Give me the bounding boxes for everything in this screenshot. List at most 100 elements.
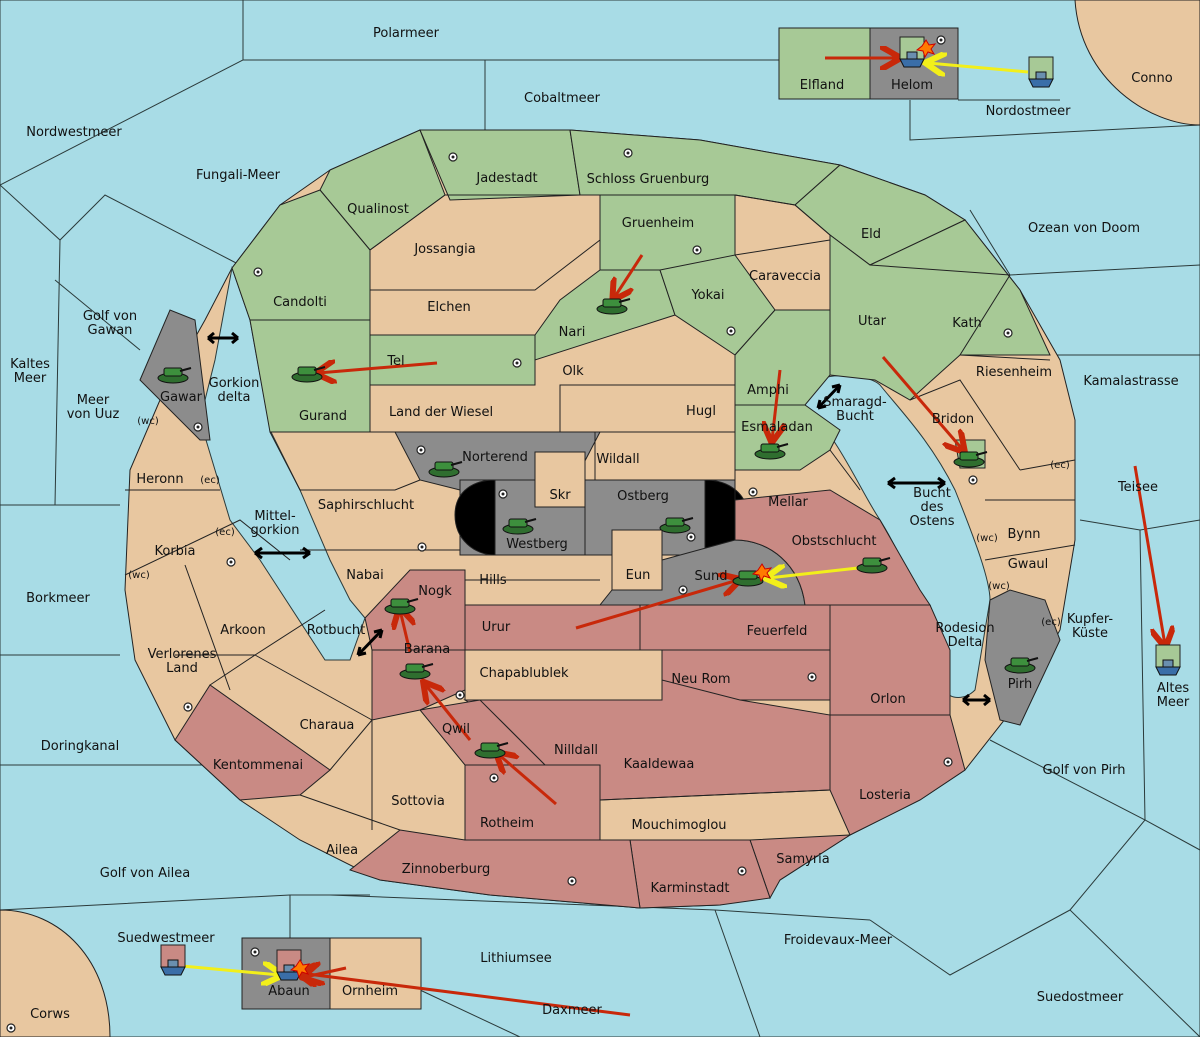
fleet-icon[interactable]: [160, 944, 186, 976]
label-doringkanal: Doringkanal: [41, 739, 120, 754]
label-neu-rom: Neu Rom: [671, 672, 730, 687]
label-smaragd: Smaragd-Bucht: [823, 395, 887, 424]
army-icon[interactable]: [428, 461, 463, 478]
label-gwaul: Gwaul: [1008, 557, 1049, 572]
army-icon[interactable]: [1004, 657, 1039, 674]
label-nordwestmeer: Nordwestmeer: [26, 125, 122, 140]
territory-ornheim[interactable]: [329, 937, 422, 1010]
label-pirh: Pirh: [1008, 677, 1033, 692]
label-nabai: Nabai: [346, 568, 384, 583]
army-icon[interactable]: [399, 663, 434, 680]
army-icon[interactable]: [474, 742, 509, 759]
label-ornheim: Ornheim: [342, 984, 398, 999]
label-polarmeer: Polarmeer: [373, 26, 440, 41]
territory-elfland[interactable]: [778, 27, 871, 100]
label-westberg: Westberg: [506, 537, 568, 552]
army-icon[interactable]: [291, 366, 326, 383]
territory-obstschlucht[interactable]: [734, 489, 931, 606]
fleet-icon[interactable]: [1028, 56, 1054, 88]
label-kath: Kath: [952, 316, 982, 331]
army-icon[interactable]: [659, 517, 694, 534]
army-icon[interactable]: [754, 443, 789, 460]
territory-eun[interactable]: [611, 529, 663, 591]
territory-orlon[interactable]: [829, 604, 951, 716]
fleet-icon[interactable]: [1155, 644, 1181, 676]
label-golf-pirh: Golf von Pirh: [1043, 763, 1126, 778]
fleet-icon[interactable]: [899, 36, 925, 68]
coast-tag: (wc): [988, 581, 1010, 592]
army-icon[interactable]: [953, 451, 988, 468]
label-nari: Nari: [559, 325, 586, 340]
territory-skr[interactable]: [534, 451, 586, 508]
label-korbia: Korbia: [154, 544, 195, 559]
label-obstschlucht: Obstschlucht: [792, 534, 877, 549]
army-icon[interactable]: [384, 598, 419, 615]
army-icon[interactable]: [157, 367, 192, 384]
label-utar: Utar: [858, 314, 887, 329]
label-amphi: Amphi: [747, 383, 789, 398]
label-golf-ailea: Golf von Ailea: [100, 866, 190, 881]
adjacency-arrows: [207, 331, 991, 707]
label-eun: Eun: [626, 568, 651, 583]
label-bridon: Bridon: [932, 412, 974, 427]
label-kentommenai: Kentommenai: [213, 758, 303, 773]
label-skr: Skr: [549, 488, 571, 503]
army-icon[interactable]: [856, 557, 891, 574]
label-jossangia: Jossangia: [413, 242, 475, 257]
green-territories: [231, 129, 1051, 471]
label-samyria: Samyria: [776, 852, 830, 867]
label-zinnoberburg: Zinnoberburg: [402, 862, 490, 877]
label-nogk: Nogk: [418, 584, 452, 599]
label-borkmeer: Borkmeer: [26, 591, 90, 606]
land-labels: Elfland Helom Jadestadt Schloss Gruenbur…: [136, 78, 1052, 999]
label-ailea: Ailea: [326, 843, 358, 858]
label-lithiumsee: Lithiumsee: [480, 951, 551, 966]
label-helom: Helom: [891, 78, 933, 93]
label-mellar: Mellar: [768, 495, 808, 510]
label-caraveccia: Caraveccia: [749, 269, 821, 284]
sea-labels: Polarmeer Cobaltmeer Nordwestmeer Fungal…: [10, 26, 1190, 1022]
army-icon[interactable]: [502, 518, 537, 535]
label-wildall: Wildall: [596, 452, 639, 467]
label-teisee: Teisee: [1117, 480, 1158, 495]
label-qwil: Qwil: [442, 722, 470, 737]
label-hugl: Hugl: [686, 404, 716, 419]
dislodge-icon: [289, 39, 937, 979]
label-arkoon: Arkoon: [220, 623, 265, 638]
army-icon[interactable]: [596, 298, 631, 315]
label-tel: Tel: [386, 354, 404, 369]
west-cap: [454, 479, 496, 556]
label-conno: Conno: [1131, 71, 1173, 86]
coast-tag: (wc): [137, 416, 159, 427]
label-froidevaux: Froidevaux-Meer: [784, 933, 893, 948]
label-elchen: Elchen: [427, 300, 470, 315]
label-riesenheim: Riesenheim: [976, 365, 1052, 380]
territory-utar-kath[interactable]: [829, 219, 1051, 401]
label-olk: Olk: [562, 364, 584, 379]
label-jadestadt: Jadestadt: [475, 171, 537, 186]
label-charaua: Charaua: [300, 718, 355, 733]
label-schloss: Schloss Gruenburg: [587, 172, 710, 187]
label-abaun: Abaun: [268, 984, 310, 999]
label-urur: Urur: [482, 620, 511, 635]
supply-center-icon: [6, 35, 1013, 1033]
territory-kentommenai[interactable]: [174, 684, 331, 801]
territory-karminstadt[interactable]: [629, 839, 771, 909]
label-sund: Sund: [695, 569, 728, 584]
label-daxmeer: Daxmeer: [542, 1003, 602, 1018]
label-orlon: Orlon: [870, 692, 905, 707]
label-gurand: Gurand: [299, 409, 347, 424]
coast-tag: (ec): [1041, 617, 1061, 628]
label-rotheim: Rotheim: [480, 816, 534, 831]
inner-sea-east: [804, 375, 991, 698]
label-ostberg: Ostberg: [617, 489, 669, 504]
label-chapa: Chapablublek: [480, 666, 569, 681]
coast-tag: (ec): [1050, 460, 1070, 471]
label-nordostmeer: Nordostmeer: [986, 104, 1072, 119]
label-rotbucht: Rotbucht: [307, 623, 365, 638]
coast-tag: (wc): [128, 570, 150, 581]
label-kupfer: Kupfer-Küste: [1067, 612, 1113, 641]
